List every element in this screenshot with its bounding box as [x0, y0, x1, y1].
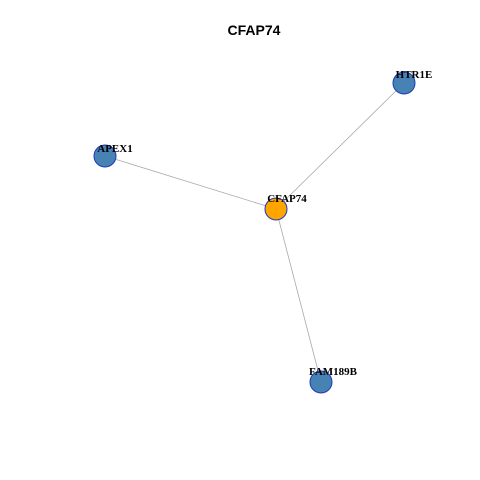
edge-cfap74-htr1e — [275, 82, 405, 210]
node-apex1[interactable] — [93, 144, 117, 168]
edge-cfap74-fam189b — [275, 208, 322, 383]
node-label-htr1e: HTR1E — [396, 69, 433, 81]
node-htr1e[interactable] — [392, 71, 416, 95]
labels-layer: HTR1E APEX1 FAM189B CFAP74 — [97, 69, 432, 378]
edges-layer — [104, 82, 405, 383]
node-label-apex1: APEX1 — [97, 143, 132, 155]
node-fam189b[interactable] — [309, 370, 333, 394]
node-label-cfap74: CFAP74 — [267, 193, 307, 205]
nodes-layer — [93, 71, 416, 394]
node-cfap74[interactable] — [264, 197, 288, 221]
graph-title: CFAP74 — [228, 22, 281, 38]
node-label-fam189b: FAM189B — [309, 366, 358, 378]
edge-cfap74-apex1 — [104, 155, 277, 210]
